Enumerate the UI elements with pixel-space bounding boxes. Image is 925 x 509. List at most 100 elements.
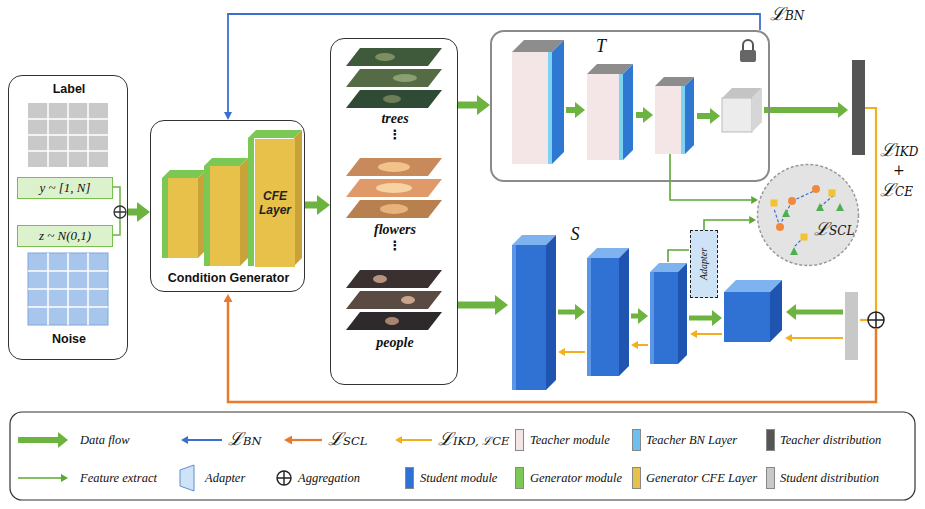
legend-swatch	[515, 429, 524, 451]
legend-text: Teacher distribution	[780, 432, 881, 448]
student-blocks	[650, 272, 654, 364]
student-blocks	[587, 258, 619, 376]
legend-swatch	[405, 467, 414, 489]
teacher-blocks	[685, 77, 694, 154]
connector	[228, 14, 760, 112]
node-text: Condition Generator	[151, 271, 306, 286]
synthetic-images	[346, 90, 442, 108]
feature-space-outline	[801, 234, 808, 241]
student-distribution	[845, 292, 858, 360]
node-text: z ~ N(0,1)	[39, 228, 91, 244]
feature-space-outline	[816, 203, 824, 211]
generator-blocks	[162, 130, 302, 266]
teacher-blocks	[623, 64, 633, 160]
feature-space-outline	[756, 163, 860, 267]
feature-space-outline	[776, 223, 784, 231]
student-blocks	[678, 263, 687, 364]
generator-blocks	[248, 138, 254, 266]
node-text: trees	[331, 111, 459, 127]
feature-space-circle: ℒSCL	[756, 163, 860, 267]
generator-blocks	[162, 178, 168, 258]
synthetic-images	[373, 275, 387, 283]
feature-extract-lines	[668, 154, 689, 262]
student-blocks	[650, 272, 678, 364]
legend-samples	[18, 477, 61, 479]
feature-space-outline	[812, 185, 820, 193]
feature-space-outline	[829, 190, 836, 197]
label-grid	[28, 103, 108, 167]
generator-blocks	[248, 130, 302, 138]
synthetic-images	[380, 204, 408, 214]
node-text: Noise	[9, 332, 129, 347]
generator-blocks	[210, 166, 240, 266]
teacher-blocks	[512, 40, 838, 164]
connector	[305, 202, 317, 209]
legend-samples	[402, 439, 432, 441]
legend-samples	[180, 465, 194, 491]
synthetic-images	[376, 183, 412, 193]
synthetic-images	[375, 53, 395, 61]
feature-space-outline	[790, 247, 798, 255]
legend-swatch	[766, 429, 775, 451]
connector	[128, 209, 137, 216]
teacher-blocks	[512, 52, 552, 164]
feature-space-outline	[771, 200, 778, 207]
edge-label: ℒBN	[768, 4, 806, 26]
synthetic-images	[393, 74, 417, 82]
legend-text: Generator CFE Layer	[646, 470, 757, 486]
student-blocks	[619, 248, 629, 376]
student-blocks	[512, 245, 546, 390]
synthetic-images	[346, 312, 442, 330]
legend-swatch	[766, 467, 775, 489]
input-aggregation	[114, 206, 126, 218]
legend-text: ℒBN	[228, 430, 262, 450]
generator-blocks	[240, 158, 248, 266]
synthetic-images	[401, 296, 415, 304]
node-text: CFE Layer	[255, 189, 295, 217]
synthetic-images	[346, 200, 442, 218]
synthetic-images	[383, 95, 401, 103]
input-aggregation	[114, 206, 126, 218]
loss-lines	[228, 302, 876, 402]
loss-lines	[868, 312, 884, 328]
loss-label: ℒCE	[880, 180, 913, 202]
teacher-blocks	[697, 113, 710, 119]
synthetic-images	[346, 48, 442, 66]
input-panel: LabelNoisey ~ [1, N]z ~ N(0,1)	[8, 75, 128, 360]
connector	[458, 102, 477, 109]
synthetic-images	[346, 270, 442, 288]
student-blocks	[638, 344, 648, 346]
node-text: ℒSCL	[814, 219, 854, 241]
connector	[704, 220, 749, 230]
node-text: T	[592, 36, 610, 56]
legend-text: Student module	[420, 470, 497, 486]
teacher-blocks	[655, 86, 685, 154]
feature-space-outline	[782, 209, 790, 217]
teacher-blocks	[548, 52, 552, 164]
legend-frame	[10, 412, 915, 500]
legend-swatch	[515, 467, 524, 489]
student-blocks	[796, 310, 843, 315]
node-text: people	[331, 335, 459, 351]
teacher-blocks	[752, 88, 762, 132]
legend-text: ℒSCL	[328, 430, 367, 450]
synthetic-images	[346, 48, 442, 330]
noise-grid	[28, 253, 108, 325]
teacher-blocks	[764, 107, 838, 113]
legend-text: Generator module	[530, 470, 622, 486]
loss-lines	[860, 319, 868, 321]
legend-frame	[10, 412, 915, 500]
lock-icon	[743, 40, 753, 50]
student-blocks	[724, 292, 770, 342]
legend-swatch	[632, 429, 641, 451]
legend-text: Teacher BN Layer	[646, 432, 737, 448]
adapter-box: Adapter	[690, 230, 718, 298]
student-blocks	[565, 351, 585, 353]
teacher-blocks	[566, 107, 575, 113]
legend-text: Feature extract	[80, 470, 157, 486]
teacher-blocks	[587, 74, 623, 160]
student-blocks	[697, 333, 722, 335]
feature-extract-lines	[668, 250, 689, 262]
student-blocks	[512, 245, 516, 390]
